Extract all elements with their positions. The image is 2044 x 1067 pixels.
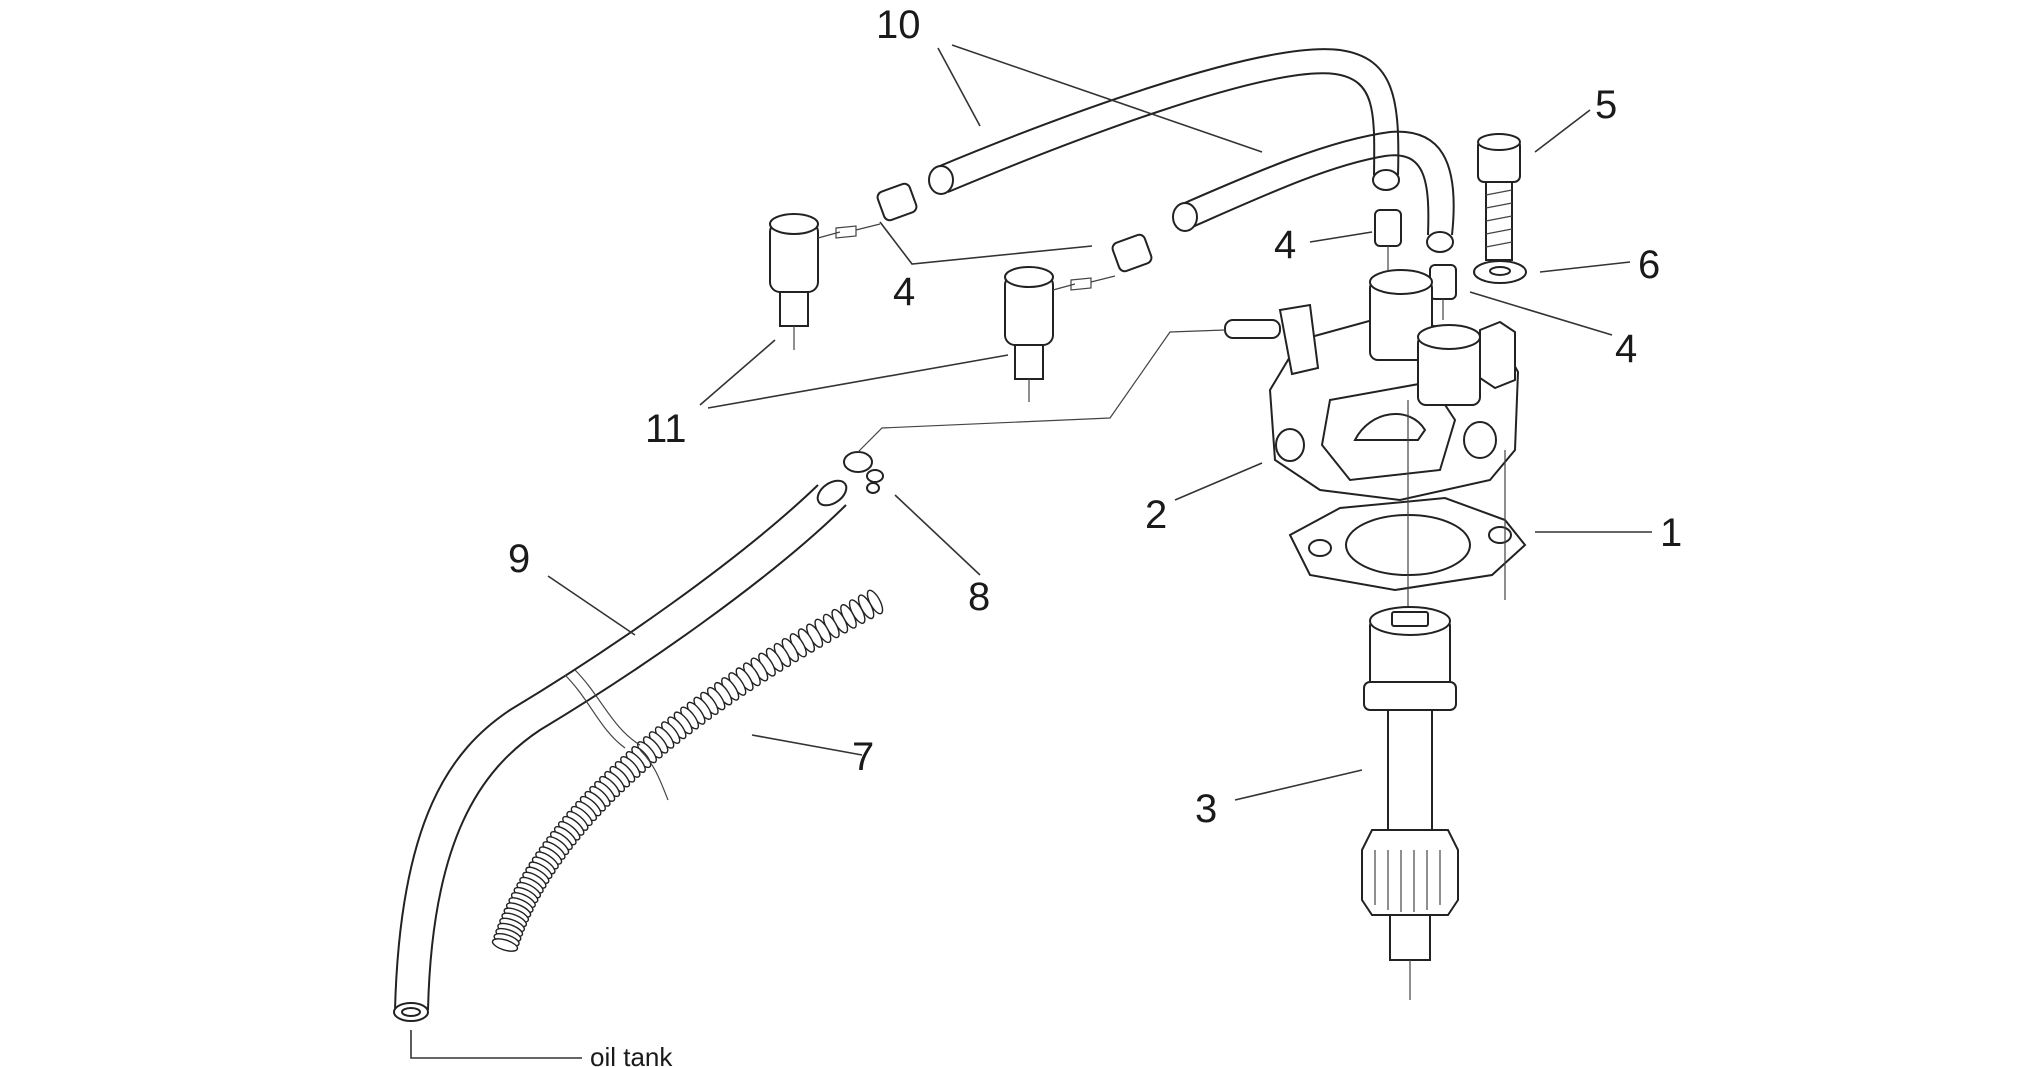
sleeve-4-right xyxy=(1429,264,1457,320)
callout-4-upper: 4 xyxy=(1274,223,1296,267)
sleeve-4-top xyxy=(1374,209,1402,270)
callout-7: 7 xyxy=(852,735,874,779)
callout-2: 2 xyxy=(1145,493,1167,537)
hose-10-lower xyxy=(1172,130,1455,253)
callouts: 10 5 4 6 4 4 11 2 1 9 8 7 3 oil tank xyxy=(508,3,1682,1067)
hose-10-upper xyxy=(928,48,1400,195)
hose-9-oil-feed xyxy=(393,479,848,1022)
callout-4-middle: 4 xyxy=(893,270,915,314)
drive-shaft-3 xyxy=(1361,606,1459,1000)
sleeve-4-mid xyxy=(1111,233,1153,273)
callout-9: 9 xyxy=(508,537,530,581)
screw-5 xyxy=(1477,133,1521,261)
gasket-1 xyxy=(1288,400,1527,620)
callout-6: 6 xyxy=(1638,243,1660,287)
callout-3: 3 xyxy=(1195,787,1217,831)
oil-pump-2 xyxy=(1224,269,1520,502)
spring-sleeve-7 xyxy=(491,589,884,952)
sleeve-4-left xyxy=(876,182,918,222)
callout-5: 5 xyxy=(1595,83,1617,127)
callout-8: 8 xyxy=(968,575,990,619)
callout-1: 1 xyxy=(1660,511,1682,555)
callout-4-right: 4 xyxy=(1615,327,1637,371)
banjo-fitting-11-left xyxy=(769,213,881,350)
callout-11: 11 xyxy=(645,407,687,451)
washer-6 xyxy=(1473,260,1527,284)
spring-coil xyxy=(491,938,519,952)
leader-lines xyxy=(410,44,1652,1059)
callout-10: 10 xyxy=(876,3,921,47)
banjo-fitting-11-right xyxy=(1004,266,1116,402)
oil-tank-label: oil tank xyxy=(590,1042,673,1067)
hose-clamp-8 xyxy=(843,451,884,494)
cut-marks xyxy=(564,669,669,801)
